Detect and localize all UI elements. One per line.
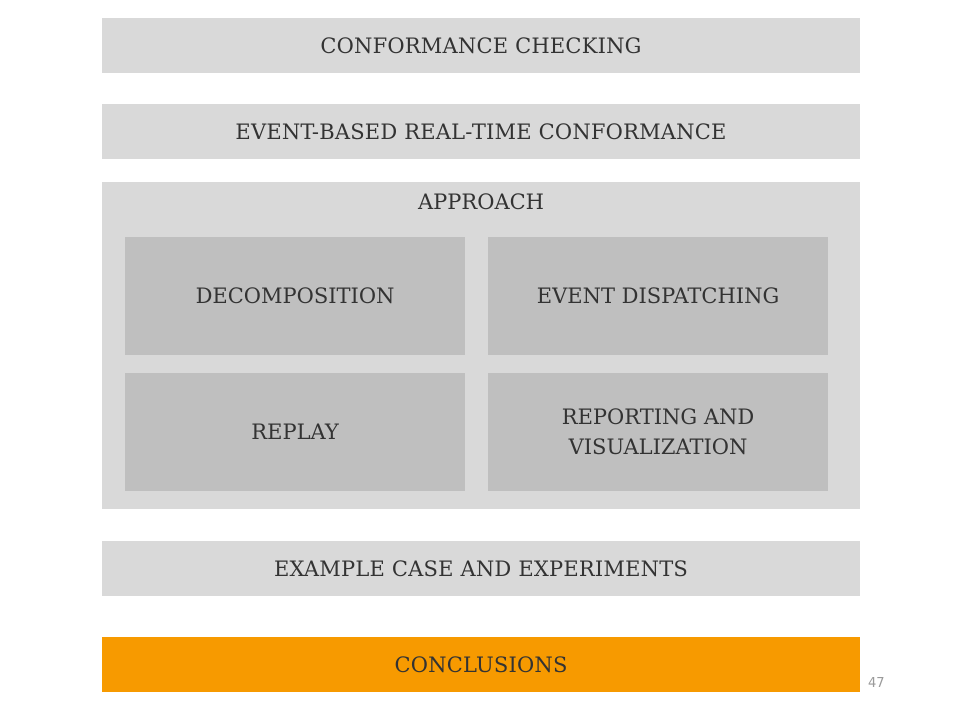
approach-item-replay: REPLAY	[125, 373, 465, 491]
page-number: 47	[868, 676, 885, 691]
section-event-based-conformance: EVENT-BASED REAL-TIME CONFORMANCE	[102, 104, 860, 159]
section-conclusions-current: CONCLUSIONS	[102, 637, 860, 692]
approach-item-decomposition: DECOMPOSITION	[125, 237, 465, 355]
approach-title: APPROACH	[418, 190, 544, 214]
section-approach: APPROACH DECOMPOSITION EVENT DISPATCHING…	[102, 182, 860, 509]
section-example-case: EXAMPLE CASE AND EXPERIMENTS	[102, 541, 860, 596]
approach-item-reporting-visualization: REPORTING AND VISUALIZATION	[488, 373, 828, 491]
approach-item-reporting-label: REPORTING AND VISUALIZATION	[561, 405, 755, 459]
approach-item-event-dispatching: EVENT DISPATCHING	[488, 237, 828, 355]
section-conformance-checking: CONFORMANCE CHECKING	[102, 18, 860, 73]
